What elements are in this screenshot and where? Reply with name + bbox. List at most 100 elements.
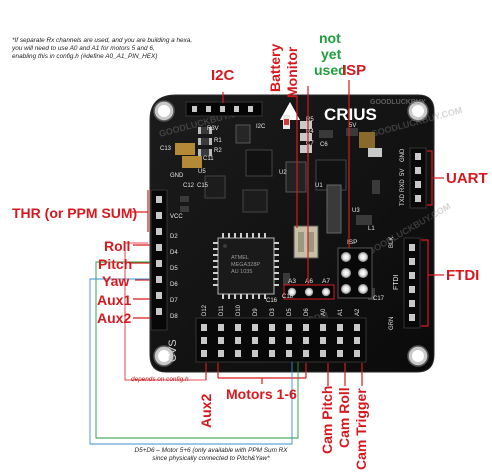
svg-text:C13: C13 [160,146,172,152]
label-pitch: Pitch [98,256,133,272]
battery-monitor-pins [293,225,319,259]
label-cam-roll: Cam Roll [336,387,352,448]
svg-text:C11: C11 [203,156,214,162]
top-note-line-2: you will need to use A0 and A1 for motor… [12,45,155,52]
motor-header-pin [201,324,207,331]
depends-note: depends on config.h [131,376,189,383]
depends-loop [124,242,206,381]
motor-header-pin [337,324,343,331]
top-note: *If separate Rx channels are used, and y… [12,37,212,61]
motor-header-pin [354,324,360,331]
motor-header-pin [201,337,207,344]
motor-header-pin [218,350,224,357]
svg-text:C18: C18 [282,294,294,300]
label-isp: ISP [342,62,367,79]
svg-text:I2C: I2C [256,124,266,130]
motor-header-silk-label: D6 [304,308,310,316]
motor-header-silk-label: D10 [236,304,242,316]
motor-header-pin [286,337,292,344]
rx-header [150,189,168,331]
svg-text:R2: R2 [214,148,222,154]
svg-text:D7: D7 [170,298,178,304]
motor-header-pin [337,337,343,344]
label-i2c: I2C [211,67,235,84]
motor-header-silk-label: D11 [219,305,225,316]
motor-header-pin [269,337,275,344]
motor-header-pin [354,350,360,357]
label-cam-trigger: Cam Trigger [353,388,369,470]
svg-text:U2: U2 [279,170,287,176]
motor-header-pin [354,337,360,344]
svg-text:ISP: ISP [347,239,357,246]
label-used: used [314,62,347,78]
svg-text:C12: C12 [183,183,195,189]
svg-text:R1: R1 [214,138,222,144]
smd-components [175,115,382,300]
svg-text:A7: A7 [322,278,330,285]
motor-header-pin [235,337,241,344]
corner-logo: GOODLUCKBUY [370,99,426,106]
svg-text:GND: GND [170,173,184,179]
mounting-holes [153,100,429,367]
svg-text:VCC: VCC [170,214,183,220]
svg-text:GND: GND [400,148,406,162]
motor-header-pin [303,337,309,344]
svg-text:C16: C16 [266,298,278,304]
motor-header-silk-label: A1 [338,308,344,316]
motor-header-pin [303,350,309,357]
motor-header-silk-label: D9 [253,308,259,316]
label-cam-pitch: Cam Pitch [319,385,335,454]
svg-text:C17: C17 [373,296,385,302]
label-battery: Battery [267,43,283,92]
svg-text:U5: U5 [198,169,206,175]
svg-text:D4: D4 [170,250,178,256]
motor-header-pin [337,350,343,357]
svg-text:R4: R4 [306,129,314,135]
brand-logo: CRIUS [324,105,377,124]
analog-pads [283,284,335,300]
motor-header-pin [286,350,292,357]
label-thr: THR (or PPM SUM) [12,205,138,221]
svg-text:R5: R5 [306,117,314,123]
bottom-note-line-2: since physically connected to Pitch&Yaw* [152,455,270,462]
leader-lines [130,80,444,386]
label-yet: yet [321,46,342,62]
svg-text:5V: 5V [349,123,356,129]
svg-text:ATMEL: ATMEL [231,255,249,261]
svg-text:D6: D6 [170,282,178,288]
svg-text:TXD: TXD [400,193,406,206]
motor-header-pin [269,350,275,357]
label-aux2: Aux2 [97,310,132,326]
label-motors: Motors 1-6 [226,386,297,402]
label-monitor: Monitor [284,46,300,98]
silkscreen: GND VCC D2 D4 D5 D6 D7 D8 BLK FTDI GRN G… [160,117,406,362]
pcb-board [149,94,435,373]
label-uart: UART [446,170,488,187]
ftdi-header [403,237,421,329]
svg-text:AU 1035: AU 1035 [231,269,252,275]
svg-text:C15: C15 [197,183,209,189]
svg-text:A6: A6 [305,278,313,285]
label-aux2-bottom: Aux2 [198,393,214,428]
motor-header-pin [320,337,326,344]
i2c-header [185,101,263,117]
svg-text:R3V: R3V [207,126,219,132]
svg-text:BLK: BLK [389,237,395,248]
motor-header-silk-label: D3 [270,308,276,316]
top-note-line-3: enabling this in config.h (#define A0_A1… [12,53,158,60]
motor-header-pin [303,324,309,331]
label-roll: Roll [104,238,131,254]
motor-header-pin [201,350,207,357]
svg-text:D8: D8 [170,314,178,320]
svg-text:L1: L1 [368,226,375,232]
bottom-note-line-1: D5+D6 – Motor 5+6 (only available with P… [134,447,288,454]
motor-header-silk-label: D12 [202,304,208,316]
motor-header-silk-label: D5 [287,308,293,316]
motor-header-pin [252,350,258,357]
motor-header-pin [235,324,241,331]
mcu-chip: ATMEL MEGA328P AU 1035 [213,233,279,299]
bottom-note: D5+D6 – Motor 5+6 (only available with P… [106,447,316,463]
svg-text:GRN: GRN [389,317,395,330]
svg-text:A3: A3 [288,278,296,285]
